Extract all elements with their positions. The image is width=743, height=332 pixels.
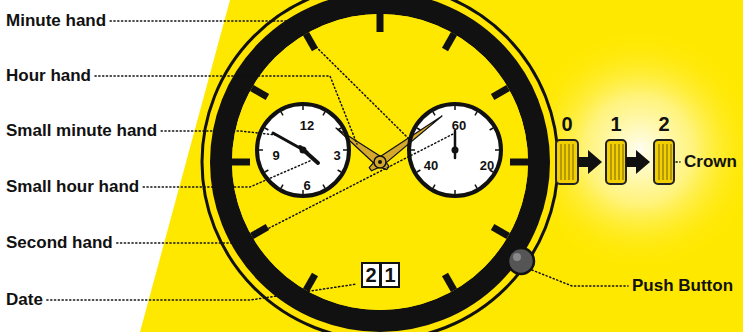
- knurl-line: [667, 144, 668, 180]
- subdial: 12 9 3 6: [255, 102, 351, 198]
- part-label: Second hand: [6, 233, 113, 253]
- hour-tick: [442, 32, 457, 51]
- yellow-ground: [140, 0, 743, 332]
- hand-pivot: [374, 156, 386, 168]
- leader-line: [676, 161, 680, 163]
- subdial-tick: [302, 106, 304, 110]
- knurl-line: [659, 144, 660, 180]
- knurl-line: [623, 144, 624, 180]
- knurl-line: [615, 144, 616, 180]
- watch-case: [202, 0, 558, 332]
- crown-arrow: [588, 150, 602, 174]
- subdial-hub: [300, 147, 307, 154]
- knurl-line: [663, 144, 664, 180]
- position-number: 2: [658, 113, 669, 135]
- hour-tick: [491, 85, 510, 100]
- subdial-tick: [281, 185, 283, 188]
- watch-dial: [232, 14, 528, 310]
- push-button-highlight: [513, 253, 521, 261]
- date-digit: 2: [365, 264, 376, 286]
- subdial-tick: [265, 128, 268, 130]
- knurl-line: [561, 144, 562, 180]
- dial-number: 3: [333, 149, 340, 163]
- subdial-tick: [338, 170, 341, 172]
- knurl-line: [573, 144, 574, 180]
- subdial-tick: [323, 185, 325, 188]
- date-digit-box: 1: [380, 262, 400, 288]
- subdial-tick: [323, 112, 325, 115]
- part-label: Hour hand: [6, 66, 91, 86]
- dial-number: 9: [272, 149, 279, 163]
- subdial-tick: [433, 185, 435, 188]
- subdial-tick: [417, 128, 420, 130]
- position-number: 0: [561, 113, 572, 135]
- second-hand: [454, 131, 457, 158]
- hour-tick: [491, 224, 510, 239]
- dial-number: 40: [424, 159, 438, 173]
- subdial-tick: [433, 112, 435, 115]
- subdial-tick: [265, 170, 268, 172]
- hour-tick: [232, 159, 250, 166]
- hour-tick: [250, 85, 269, 100]
- part-label: Small minute hand: [6, 121, 157, 141]
- dial-number: 60: [452, 119, 466, 133]
- push-button: [508, 248, 534, 274]
- dial-number: 12: [300, 119, 314, 133]
- knurl-line: [611, 144, 612, 180]
- subdial-tick: [495, 149, 499, 151]
- subdial-tick: [475, 112, 477, 115]
- crown-position-1: [606, 140, 626, 184]
- hour-tick: [442, 273, 457, 292]
- subdial-tick: [490, 128, 493, 130]
- part-label: Minute hand: [6, 11, 106, 31]
- part-label: Small hour hand: [6, 177, 139, 197]
- subdial-hub: [452, 147, 459, 154]
- subdial-tick: [281, 112, 283, 115]
- subdial-tick: [259, 149, 263, 151]
- part-label: Crown: [684, 152, 737, 172]
- subdial-tick: [411, 149, 415, 151]
- hour-tick: [377, 14, 384, 32]
- leader-line: [532, 270, 628, 286]
- crown-arrow: [636, 150, 650, 174]
- subdial-face: [410, 105, 500, 195]
- date-digit-box: 2: [361, 262, 381, 288]
- date-digit: 1: [384, 264, 395, 286]
- hand-pivot: [378, 160, 382, 164]
- part-label: Date: [6, 290, 43, 310]
- subdial-tick: [417, 170, 420, 172]
- leader-line: [47, 284, 357, 300]
- subdial-tick: [343, 149, 347, 151]
- leader-line: [117, 133, 455, 243]
- hour-tick: [303, 273, 318, 292]
- crown-position-0: [556, 140, 578, 184]
- subdial-tick: [454, 106, 456, 110]
- subdial-tick: [475, 185, 477, 188]
- subdial-ticks: [259, 106, 499, 194]
- knurl-line: [565, 144, 566, 180]
- part-label: Push Button: [632, 276, 733, 296]
- position-number: 1: [610, 113, 621, 135]
- dial-number: 6: [303, 179, 310, 193]
- subdial-tick: [454, 190, 456, 194]
- dial-number: 20: [480, 159, 494, 173]
- subdial: 60 40 20: [407, 102, 503, 198]
- leader-line: [143, 160, 312, 187]
- hour-ticks: [232, 14, 528, 292]
- bezel-ring: [221, 3, 539, 321]
- knurl-line: [671, 144, 672, 180]
- knurl-line: [569, 144, 570, 180]
- subdial-face: [258, 105, 348, 195]
- hour-tick: [510, 159, 528, 166]
- hour-hand: [336, 128, 389, 170]
- crown-position-2: [654, 140, 674, 184]
- knurl-line: [619, 144, 620, 180]
- crown-knurling: [561, 144, 671, 180]
